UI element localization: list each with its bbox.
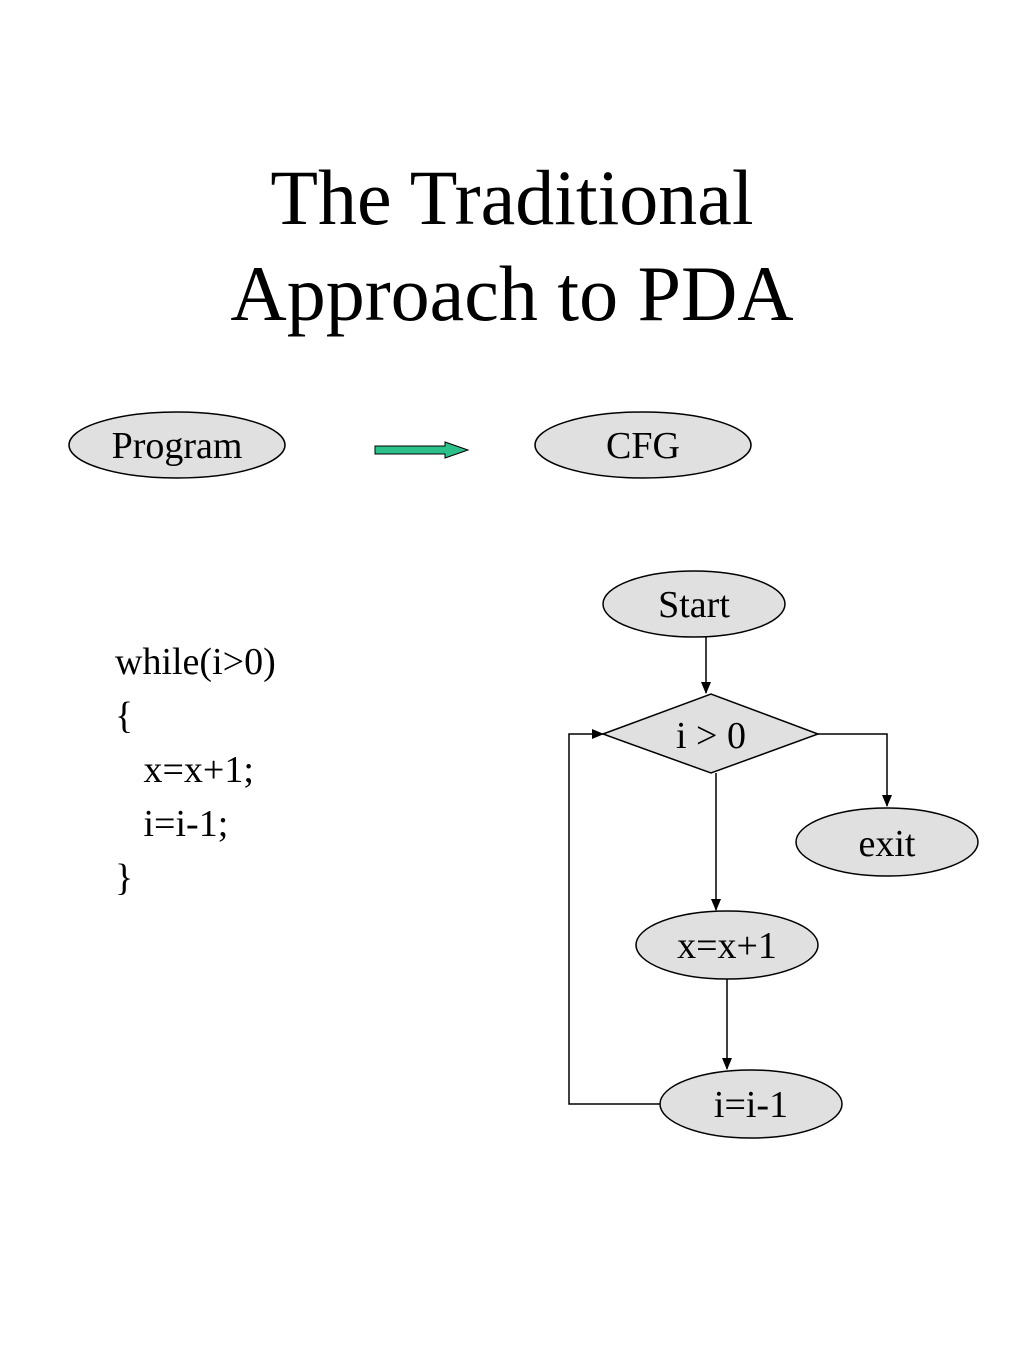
condition-node-label: i > 0 [676,715,746,757]
code-line: while(i>0) [115,641,276,683]
edge-loop-back [568,729,660,1105]
body2-node-label: i=i-1 [714,1084,788,1126]
body1-node: x=x+1 [635,910,819,980]
exit-node-label: exit [859,823,916,865]
title-line-1: The Traditional [270,154,754,241]
slide-title: The Traditional Approach to PDA [0,150,1024,342]
code-line: { [115,695,134,737]
code-line: x=x+1; [115,749,254,791]
title-line-2: Approach to PDA [230,250,794,337]
code-line: } [115,857,134,899]
code-block: while(i>0) { x=x+1; i=i-1; } [115,635,276,905]
program-node-label: Program [112,425,243,467]
edge-condition-to-exit [818,733,892,807]
cfg-node-label: CFG [606,425,680,467]
condition-node: i > 0 [600,693,821,774]
start-node: Start [602,570,786,638]
body1-node-label: x=x+1 [677,925,777,967]
pipeline-arrow [374,441,470,459]
code-line: i=i-1; [115,803,229,845]
body2-node: i=i-1 [659,1069,843,1139]
cfg-node: CFG [534,411,752,479]
start-node-label: Start [658,584,730,626]
program-node: Program [68,411,286,479]
exit-node: exit [795,807,979,877]
